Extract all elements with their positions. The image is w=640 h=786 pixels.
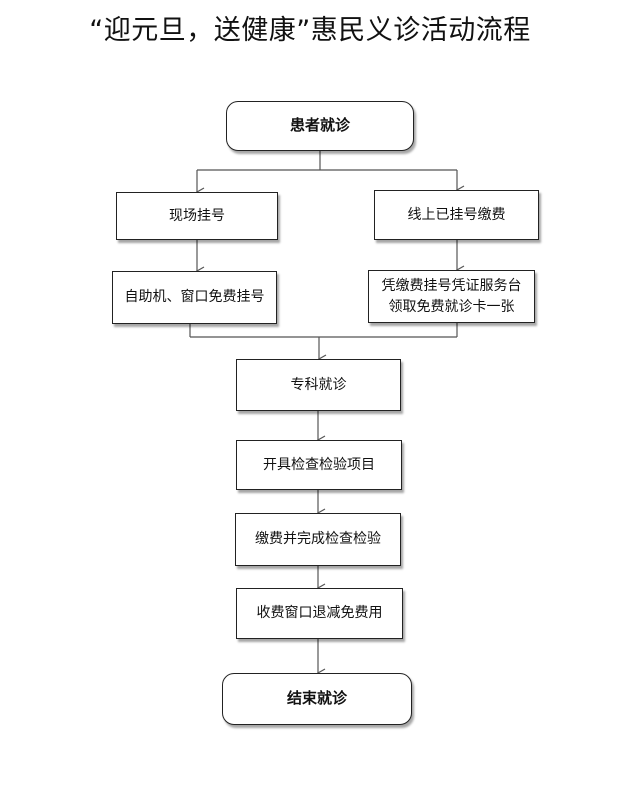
node-self-service: 自助机、窗口免费挂号 xyxy=(112,271,277,324)
page-title: “迎元旦，送健康”惠民义诊活动流程 xyxy=(89,15,531,46)
node-refund: 收费窗口退减免费用 xyxy=(236,588,403,639)
node-end-label: 结束就诊 xyxy=(286,689,347,708)
node-online-register: 线上已挂号缴费 xyxy=(374,190,539,240)
node-exam-order-label: 开具检查检验项目 xyxy=(263,456,375,473)
node-refund-label: 收费窗口退减免费用 xyxy=(256,605,383,622)
node-voucher-label-line2: 领取免费就诊卡一张 xyxy=(388,298,515,315)
node-voucher: 凭缴费挂号凭证服务台 领取免费就诊卡一张 xyxy=(368,270,535,323)
node-start: 患者就诊 xyxy=(226,101,414,151)
node-specialist: 专科就诊 xyxy=(236,359,401,411)
node-pay-exam-label: 缴费并完成检查检验 xyxy=(255,531,381,548)
node-specialist-label: 专科就诊 xyxy=(290,376,347,393)
node-voucher-label-line1: 凭缴费挂号凭证服务台 xyxy=(381,278,522,295)
node-onsite-register-label: 现场挂号 xyxy=(169,207,225,224)
node-online-register-label: 线上已挂号缴费 xyxy=(407,206,506,223)
node-start-label: 患者就诊 xyxy=(289,116,350,135)
node-onsite-register: 现场挂号 xyxy=(116,192,278,240)
node-self-service-label: 自助机、窗口免费挂号 xyxy=(124,289,265,306)
node-exam-order: 开具检查检验项目 xyxy=(236,440,402,490)
node-end: 结束就诊 xyxy=(222,673,412,725)
node-pay-exam: 缴费并完成检查检验 xyxy=(235,513,401,566)
